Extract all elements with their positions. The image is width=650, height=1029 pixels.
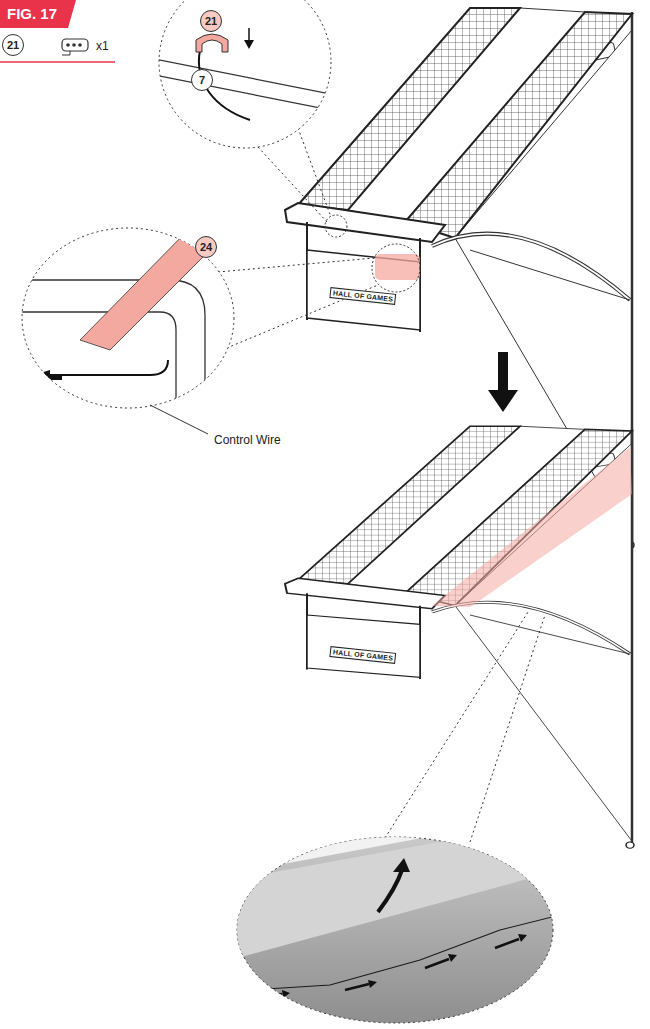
callout-number: 24 xyxy=(195,236,217,258)
callout-number: 21 xyxy=(2,34,24,56)
callout-number: 7 xyxy=(191,69,213,91)
quantity-label: x1 xyxy=(96,39,109,53)
part-name: Control Wire xyxy=(214,433,281,447)
figure-title: FIG. 17 xyxy=(7,5,57,22)
callout-number: 21 xyxy=(200,10,222,32)
